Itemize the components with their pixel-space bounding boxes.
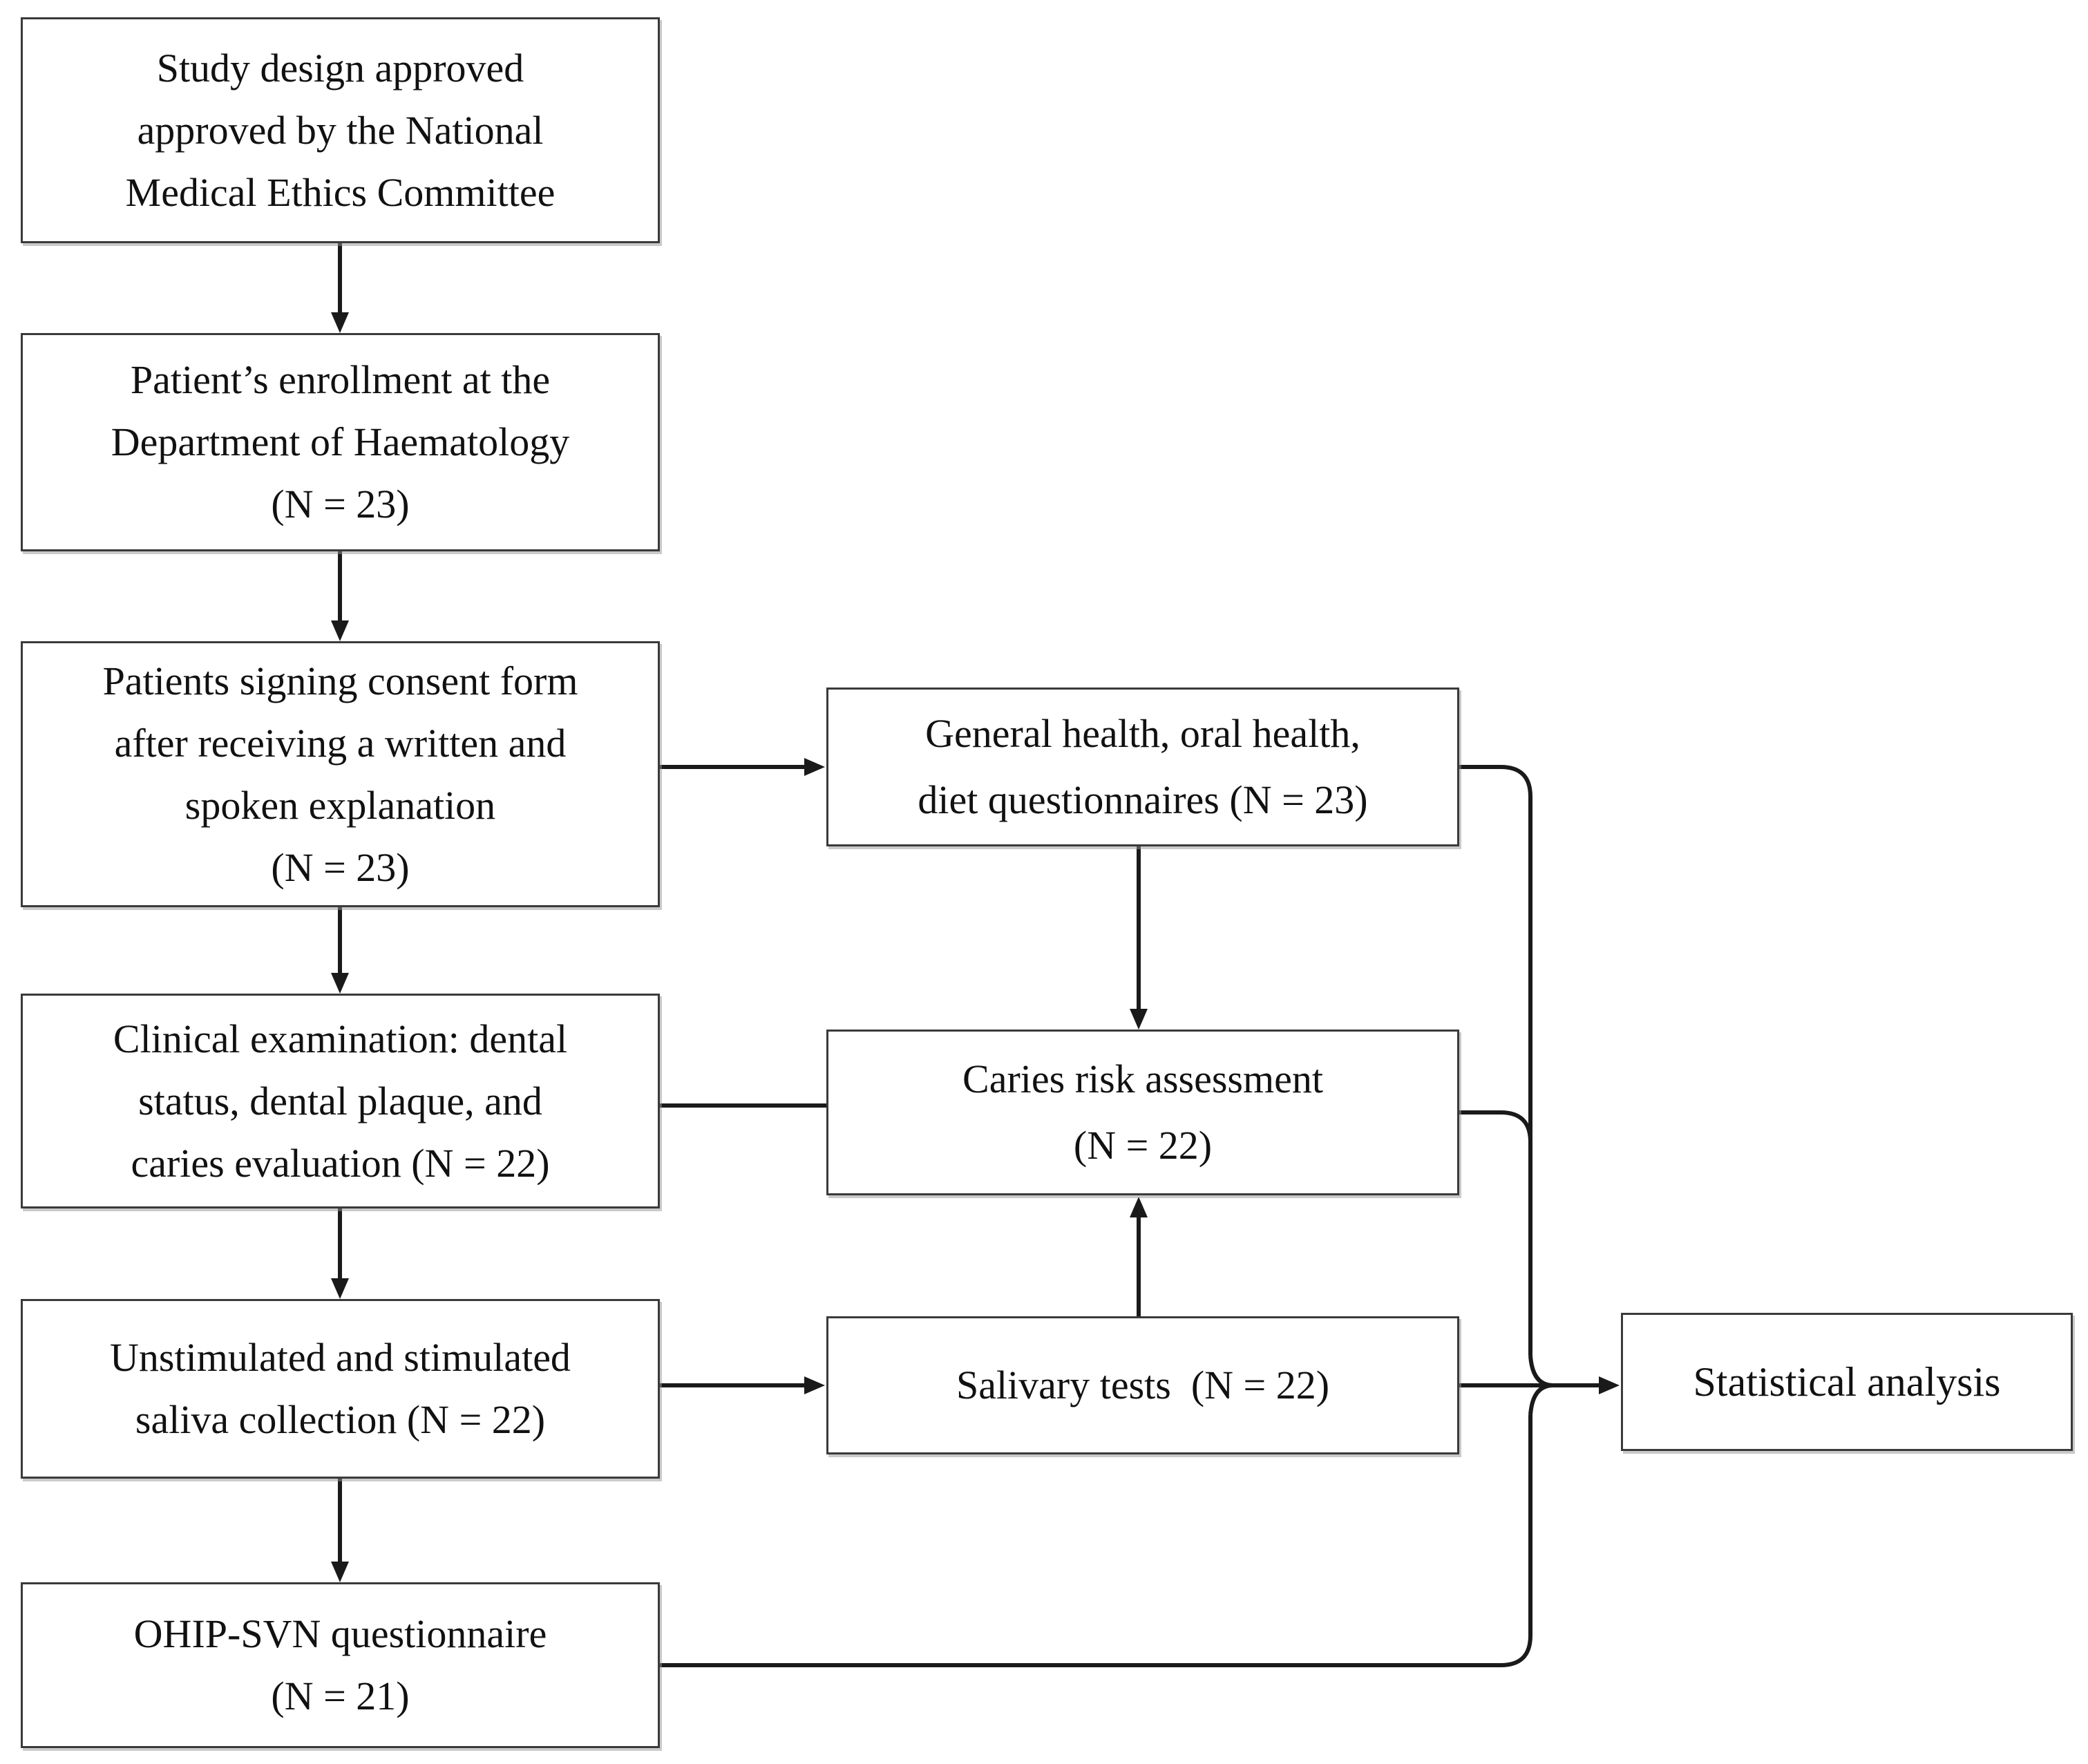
flow-box-statistical-analysis: Statistical analysis [1621, 1313, 2073, 1451]
arrowhead-study-to-enroll [331, 312, 349, 333]
box-text-line: approved by the National [137, 107, 544, 153]
box-text-line: Caries risk assessment [962, 1056, 1323, 1101]
arrowhead-saliva-to-ohip [331, 1562, 349, 1582]
box-text-line: (N = 21) [271, 1673, 410, 1718]
link-caries-to-bus [1459, 1110, 1532, 1143]
flow-box-salivary-tests: Salivary tests (N = 22) [826, 1316, 1459, 1454]
box-text-line: Medical Ethics Committee [125, 169, 556, 215]
arrowhead-enroll-to-consent [331, 620, 349, 641]
bus-brace-top [1528, 1355, 1554, 1387]
arrowhead-quest-to-caries [1130, 1009, 1148, 1030]
box-text-line: after receiving a written and [114, 720, 567, 766]
box-text-line: OHIP-SVN questionnaire [133, 1611, 547, 1656]
box-text-line: (N = 22) [1073, 1123, 1213, 1168]
flow-box-ohip-questionnaire: OHIP-SVN questionnaire (N = 21) [21, 1582, 660, 1748]
box-text-line: diet questionnaires (N = 23) [918, 777, 1368, 822]
box-text-line: Statistical analysis [1693, 1359, 2001, 1405]
box-text-line: Patients signing consent form [102, 658, 578, 703]
flow-box-clinical-examination: Clinical examination: dental status, den… [21, 994, 660, 1208]
box-text-line: (N = 23) [271, 844, 410, 890]
flow-box-consent-form: Patients signing consent form after rece… [21, 641, 660, 907]
arrowhead-saliva-to-salivary [804, 1376, 825, 1394]
flow-box-saliva-collection: Unstimulated and stimulated saliva colle… [21, 1299, 660, 1479]
box-text-line: Unstimulated and stimulated [110, 1335, 571, 1380]
box-text-line: caries evaluation (N = 22) [131, 1140, 550, 1186]
box-text-line: Patient’s enrollment at the [130, 357, 551, 402]
flow-box-caries-risk-assessment: Caries risk assessment (N = 22) [826, 1030, 1459, 1195]
link-ohip-to-bus [660, 1635, 1532, 1667]
box-text-line: Study design approved [156, 45, 524, 91]
box-text-line: spoken explanation [184, 782, 496, 828]
bus-brace-bottom [1528, 1383, 1554, 1416]
arrowhead-merge-to-statistical [1599, 1376, 1620, 1394]
arrowhead-salivary-to-caries [1130, 1197, 1148, 1217]
arrowhead-clinical-to-saliva [331, 1278, 349, 1299]
flow-box-health-questionnaires: General health, oral health, diet questi… [826, 687, 1459, 846]
box-text-line: General health, oral health, [925, 711, 1360, 756]
arrowhead-consent-to-quest [804, 758, 825, 776]
box-text-line: status, dental plaque, and [138, 1078, 542, 1123]
link-quest-to-bus [1459, 765, 1532, 797]
box-text-line: Clinical examination: dental [113, 1016, 568, 1061]
box-text-line: saliva collection (N = 22) [135, 1397, 546, 1442]
arrowhead-consent-to-clinical [331, 973, 349, 994]
flow-box-study-design-approval: Study design approved approved by the Na… [21, 17, 660, 243]
box-text-line: Salivary tests (N = 22) [956, 1363, 1330, 1407]
box-text-line: (N = 23) [271, 482, 410, 527]
box-text-line: Department of Haematology [111, 419, 570, 464]
flow-box-patient-enrollment: Patient’s enrollment at the Department o… [21, 333, 660, 551]
